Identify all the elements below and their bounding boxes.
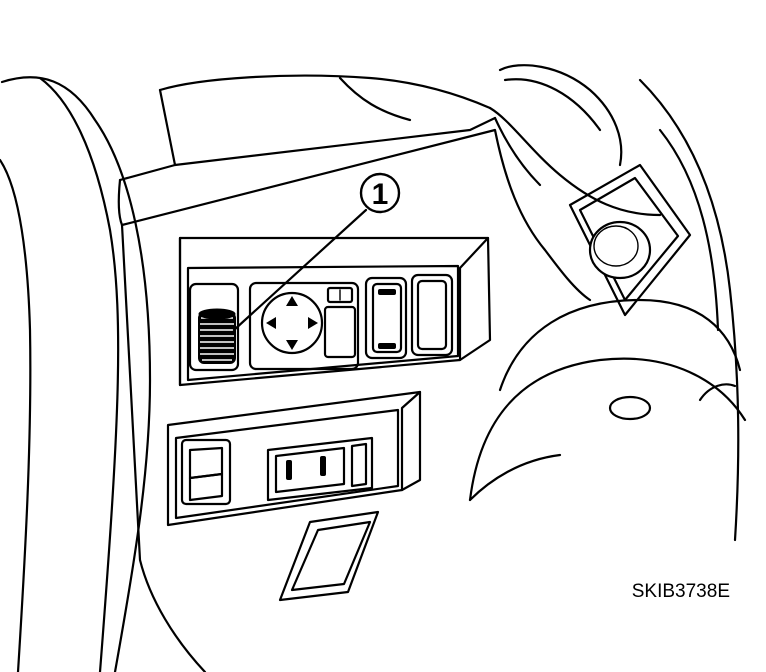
lower-dash-panel bbox=[120, 128, 592, 672]
lower-switch-panel bbox=[166, 390, 422, 527]
lower-opening bbox=[278, 510, 380, 602]
steering-column bbox=[488, 64, 662, 217]
lower-left-switch[interactable] bbox=[180, 438, 232, 506]
steering-wheel bbox=[468, 78, 747, 542]
mirror-select-switch[interactable] bbox=[323, 286, 357, 359]
lower-center-switch[interactable] bbox=[266, 436, 374, 502]
ignition-switch bbox=[568, 163, 692, 317]
mirror-control-switch[interactable] bbox=[260, 291, 324, 355]
rocker-switch-2[interactable] bbox=[410, 273, 454, 357]
rocker-switch-1[interactable] bbox=[364, 276, 408, 360]
callout-1: 1 bbox=[232, 172, 401, 332]
figure-code: SKIB3738E bbox=[632, 581, 730, 602]
door-trim bbox=[0, 76, 152, 672]
upper-switch-panel bbox=[178, 236, 492, 387]
illumination-control-dial[interactable] bbox=[198, 308, 236, 364]
callout-number: 1 bbox=[372, 178, 389, 211]
dash-top bbox=[117, 74, 497, 227]
column-lower-details bbox=[608, 383, 737, 421]
